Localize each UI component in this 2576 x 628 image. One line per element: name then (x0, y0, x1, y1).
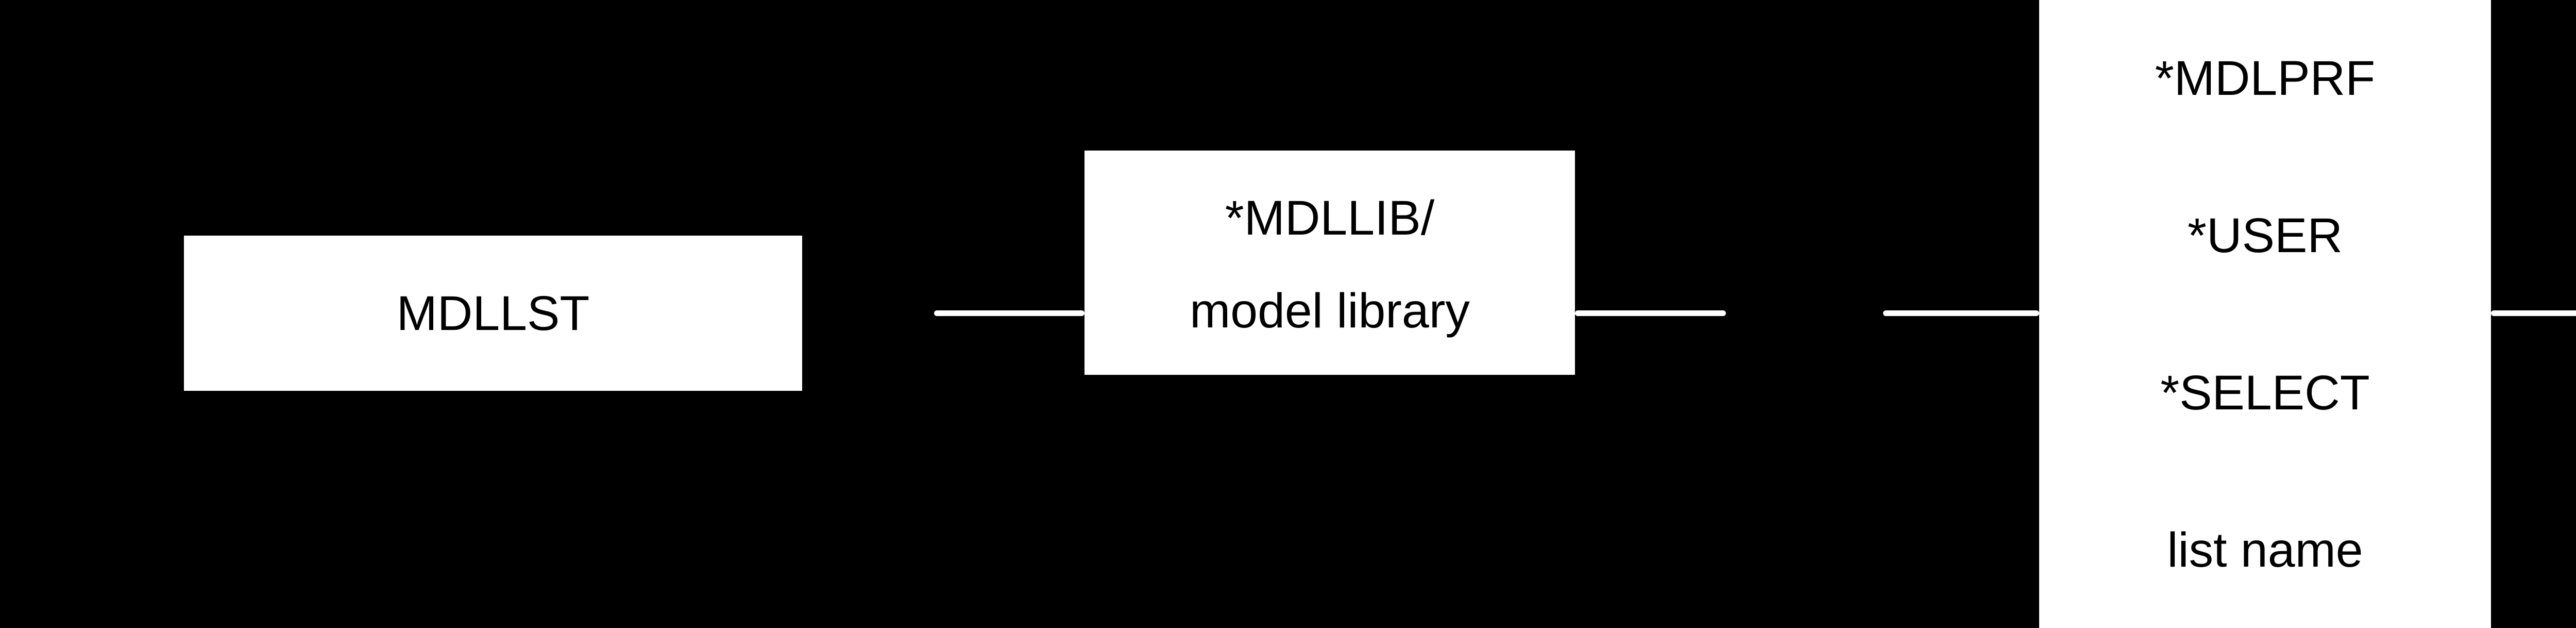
syntax-node-mdllib-line-2: model library (1190, 283, 1470, 338)
syntax-node-mdlprf-line-3: *SELECT (2160, 366, 2370, 420)
syntax-node-mdllst-line-1: MDLLST (396, 286, 590, 341)
syntax-node-mdllst: MDLLST (184, 236, 802, 391)
syntax-node-mdlprf-line-2: *USER (2188, 208, 2343, 263)
connector-line-entry-mdllib (934, 310, 1084, 316)
connector-line-exit-mdllib (1575, 310, 1726, 316)
syntax-node-mdlprf-line-1: *MDLPRF (2155, 51, 2376, 106)
syntax-node-mdlprf: *MDLPRF *USER *SELECT list name (2039, 0, 2491, 628)
syntax-node-mdllib: *MDLLIB/ model library (1084, 151, 1575, 375)
syntax-node-mdllib-line-1: *MDLLIB/ (1225, 190, 1435, 245)
syntax-node-mdlprf-line-4: list name (2167, 523, 2363, 577)
connector-line-exit-mdlprf (2491, 310, 2576, 316)
connector-line-entry-mdlprf (1883, 310, 2039, 316)
